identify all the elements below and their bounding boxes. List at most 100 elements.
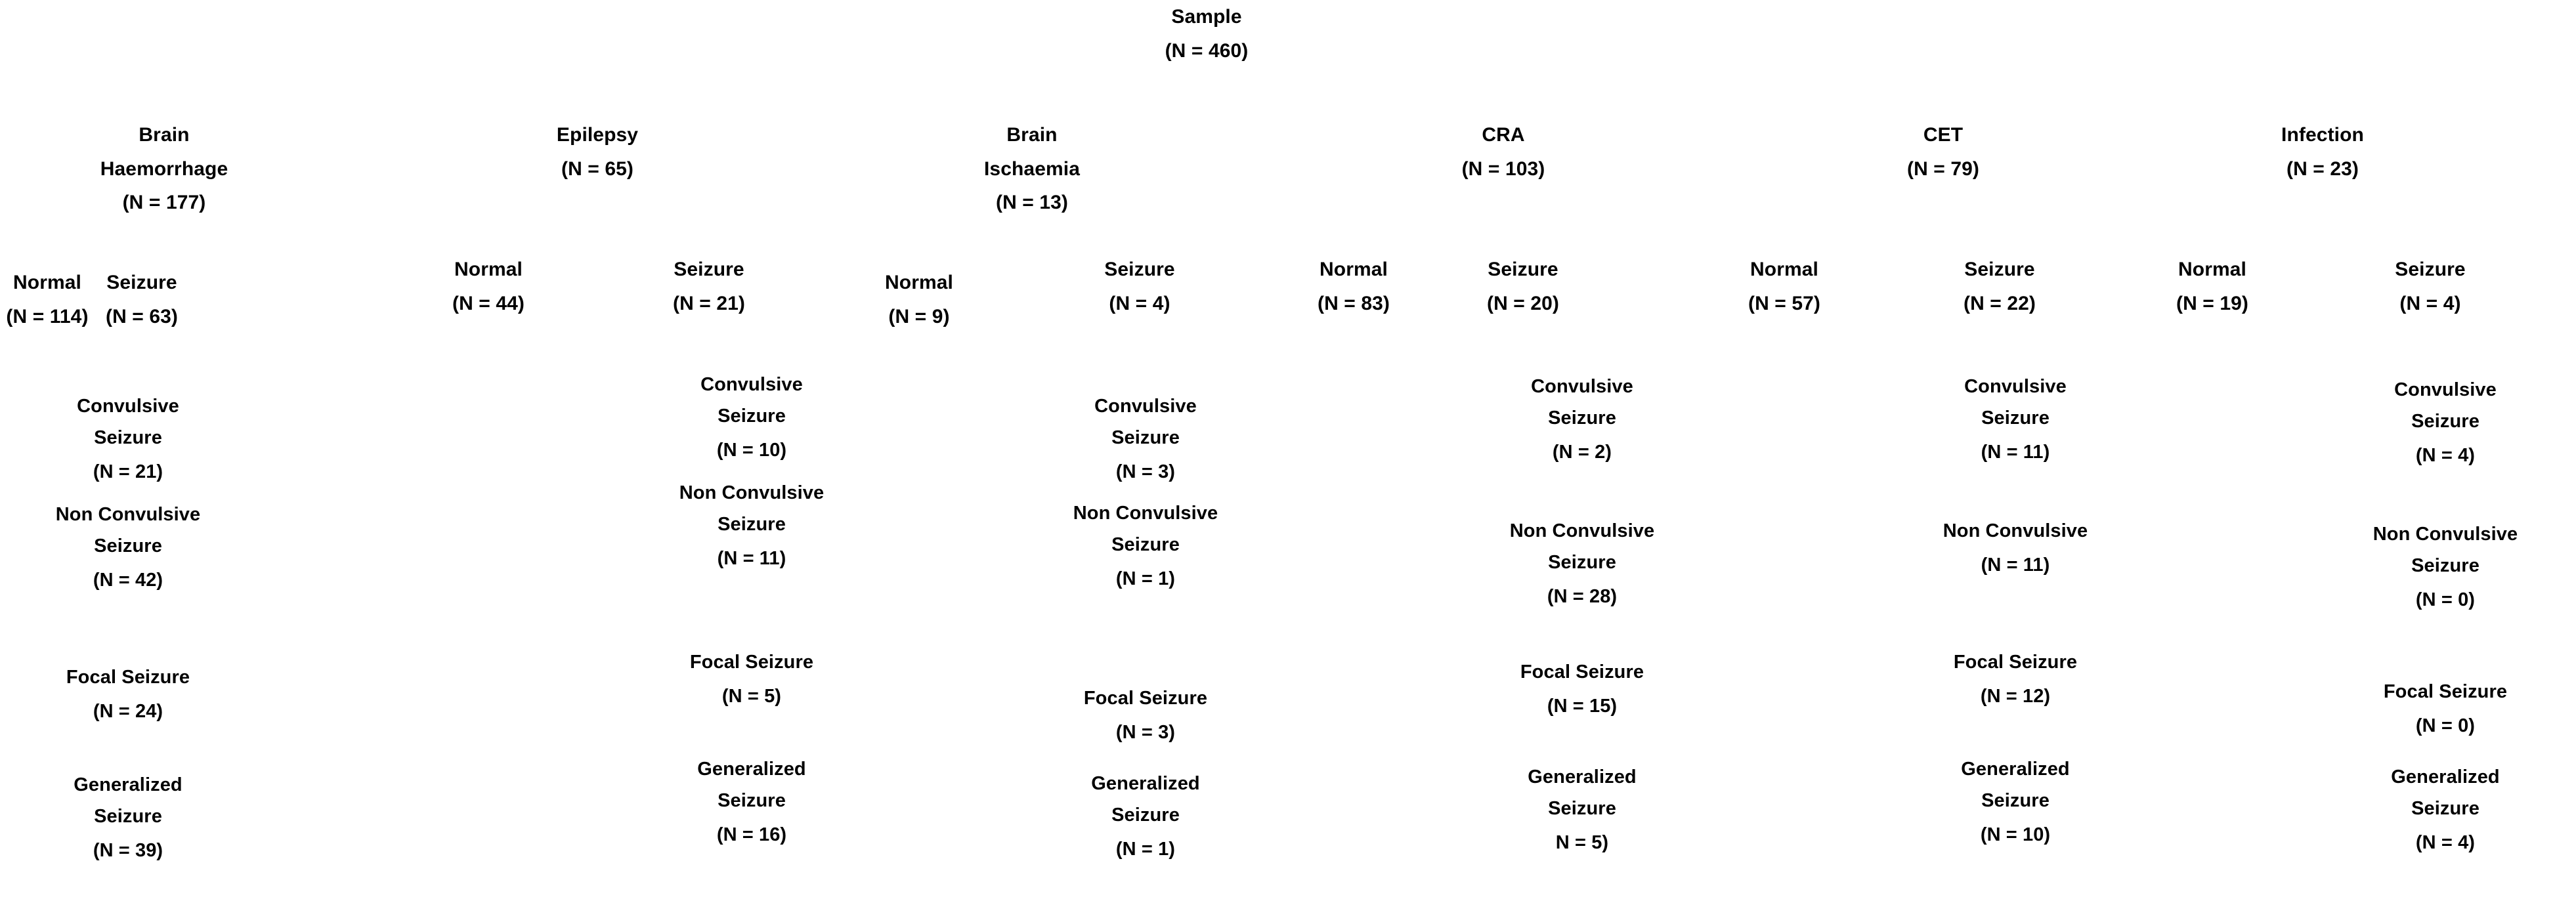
leaf-count: (N = 21) bbox=[93, 461, 163, 483]
leaf-count: (N = 3) bbox=[1115, 461, 1176, 483]
leaf-non-convulsive-seizure-epilepsy: Non Convulsive Seizure (N = 11) bbox=[663, 477, 840, 574]
leaf-non-convulsive-seizure-infection: Non Convulsive Seizure (N = 0) bbox=[2353, 518, 2537, 616]
split-label: Normal bbox=[885, 272, 953, 293]
group-title-line2: Haemorrhage bbox=[100, 158, 228, 180]
split-normal-infection: Normal (N = 19) bbox=[2120, 253, 2304, 320]
leaf-line2: Seizure bbox=[2411, 555, 2479, 577]
leaf-line1: Convulsive bbox=[2394, 379, 2497, 400]
leaf-line2: Seizure bbox=[1111, 805, 1180, 826]
leaf-count: (N = 42) bbox=[93, 570, 163, 591]
split-label: Normal bbox=[1320, 259, 1388, 280]
split-count: (N = 9) bbox=[888, 305, 950, 327]
leaf-line1: Non Convulsive bbox=[1943, 520, 2088, 541]
split-count: (N = 44) bbox=[452, 292, 525, 314]
leaf-focal-seizure-brain-haemorrhage: Focal Seizure (N = 24) bbox=[39, 662, 217, 727]
group-header-epilepsy: Epilepsy (N = 65) bbox=[505, 118, 689, 186]
group-header-infection: Infection (N = 23) bbox=[2231, 118, 2415, 186]
leaf-line1: Non Convulsive bbox=[55, 504, 201, 525]
leaf-focal-seizure-infection: Focal Seizure (N = 0) bbox=[2353, 676, 2537, 742]
leaf-line1: Generalized bbox=[2391, 766, 2500, 788]
leaf-count: (N = 1) bbox=[1115, 839, 1176, 860]
split-count: (N = 22) bbox=[1963, 292, 2036, 314]
leaf-count: (N = 10) bbox=[716, 440, 787, 461]
split-normal-cet: Normal (N = 57) bbox=[1692, 253, 1876, 320]
root-count: (N = 460) bbox=[1165, 39, 1249, 62]
leaf-line1: Generalized bbox=[1961, 759, 2070, 780]
leaf-generalized-seizure-cra: Generalized Seizure N = 5) bbox=[1490, 761, 1674, 858]
leaf-line2: Seizure bbox=[2411, 798, 2479, 820]
leaf-line1: Non Convulsive bbox=[1073, 503, 1218, 524]
leaf-line2: Seizure bbox=[1981, 408, 2050, 429]
leaf-count: (N = 0) bbox=[2415, 715, 2476, 737]
leaf-line2: Seizure bbox=[1548, 408, 1616, 429]
split-seizure-brain-haemorrhage: Seizure (N = 63) bbox=[50, 266, 234, 333]
leaf-line1: Focal Seizure bbox=[1083, 688, 1208, 709]
leaf-line1: Generalized bbox=[74, 774, 182, 795]
leaf-count: (N = 1) bbox=[1115, 568, 1176, 590]
leaf-focal-seizure-epilepsy: Focal Seizure (N = 5) bbox=[663, 646, 840, 712]
leaf-line2: Seizure bbox=[718, 514, 786, 536]
leaf-line1: Non Convulsive bbox=[679, 482, 825, 503]
split-label: Seizure bbox=[1488, 259, 1558, 280]
leaf-convulsive-seizure-brain-haemorrhage: Convulsive Seizure (N = 21) bbox=[39, 390, 217, 488]
leaf-count: N = 5) bbox=[1555, 832, 1609, 854]
group-count: (N = 65) bbox=[561, 158, 633, 180]
split-seizure-infection: Seizure (N = 4) bbox=[2338, 253, 2522, 320]
leaf-count: (N = 16) bbox=[716, 824, 787, 846]
group-count: (N = 103) bbox=[1461, 158, 1545, 180]
split-seizure-cra: Seizure (N = 20) bbox=[1431, 253, 1615, 320]
leaf-count: (N = 11) bbox=[717, 548, 786, 570]
leaf-line1: Convulsive bbox=[1094, 396, 1197, 417]
split-count: (N = 83) bbox=[1317, 292, 1390, 314]
leaf-generalized-seizure-epilepsy: Generalized Seizure (N = 16) bbox=[663, 753, 840, 850]
leaf-count: (N = 39) bbox=[93, 840, 163, 862]
group-header-brain-ischaemia: Brain Ischaemia (N = 13) bbox=[940, 118, 1124, 220]
split-seizure-brain-ischaemia: Seizure (N = 4) bbox=[1048, 253, 1232, 320]
leaf-line1: Focal Seizure bbox=[2383, 681, 2508, 702]
split-count: (N = 20) bbox=[1486, 292, 1559, 314]
leaf-convulsive-seizure-brain-ischaemia: Convulsive Seizure (N = 3) bbox=[1057, 390, 1234, 488]
split-normal-epilepsy: Normal (N = 44) bbox=[397, 253, 580, 320]
leaf-line2: Seizure bbox=[718, 790, 786, 812]
split-seizure-epilepsy: Seizure (N = 21) bbox=[617, 253, 801, 320]
split-count: (N = 57) bbox=[1748, 292, 1820, 314]
leaf-line2: Seizure bbox=[718, 406, 786, 427]
leaf-line2: Seizure bbox=[1548, 798, 1616, 820]
split-label: Normal bbox=[454, 259, 523, 280]
group-title-line1: CET bbox=[1923, 124, 1964, 146]
leaf-convulsive-seizure-infection: Convulsive Seizure (N = 4) bbox=[2353, 374, 2537, 471]
leaf-line1: Convulsive bbox=[700, 374, 803, 395]
split-count: (N = 19) bbox=[2176, 292, 2248, 314]
split-normal-brain-ischaemia: Normal (N = 9) bbox=[827, 266, 1011, 333]
leaf-line1: Focal Seizure bbox=[66, 667, 190, 688]
leaf-generalized-seizure-infection: Generalized Seizure (N = 4) bbox=[2353, 761, 2537, 858]
split-label: Seizure bbox=[2395, 259, 2466, 280]
group-title-line1: Epilepsy bbox=[556, 124, 639, 146]
group-count: (N = 13) bbox=[995, 192, 1068, 214]
leaf-count: (N = 24) bbox=[93, 701, 163, 723]
leaf-count: (N = 11) bbox=[1981, 555, 2050, 576]
leaf-count: (N = 4) bbox=[2415, 832, 2476, 854]
group-title-line2: Ischaemia bbox=[984, 158, 1080, 180]
split-count: (N = 21) bbox=[672, 292, 745, 314]
leaf-focal-seizure-brain-ischaemia: Focal Seizure (N = 3) bbox=[1057, 682, 1234, 748]
split-count: (N = 63) bbox=[105, 305, 178, 327]
split-count: (N = 4) bbox=[1109, 292, 1170, 314]
group-header-cra: CRA (N = 103) bbox=[1411, 118, 1595, 186]
leaf-focal-seizure-cra: Focal Seizure (N = 15) bbox=[1490, 656, 1674, 722]
leaf-line2: Seizure bbox=[1981, 790, 2050, 812]
group-count: (N = 177) bbox=[122, 192, 206, 214]
group-title-line1: Infection bbox=[2281, 124, 2364, 146]
leaf-count: (N = 0) bbox=[2415, 589, 2476, 611]
split-count: (N = 4) bbox=[2399, 292, 2461, 314]
split-seizure-cet: Seizure (N = 22) bbox=[1908, 253, 2092, 320]
leaf-count: (N = 2) bbox=[1552, 442, 1612, 463]
group-title-line1: Brain bbox=[139, 124, 190, 146]
leaf-generalized-seizure-brain-ischaemia: Generalized Seizure (N = 1) bbox=[1057, 768, 1234, 865]
leaf-convulsive-seizure-cet: Convulsive Seizure (N = 11) bbox=[1923, 371, 2107, 468]
leaf-convulsive-seizure-epilepsy: Convulsive Seizure (N = 10) bbox=[663, 369, 840, 466]
leaf-line1: Convulsive bbox=[1531, 376, 1633, 397]
leaf-generalized-seizure-brain-haemorrhage: Generalized Seizure (N = 39) bbox=[39, 769, 217, 866]
split-normal-brain-haemorrhage: Normal (N = 114) bbox=[0, 266, 139, 333]
